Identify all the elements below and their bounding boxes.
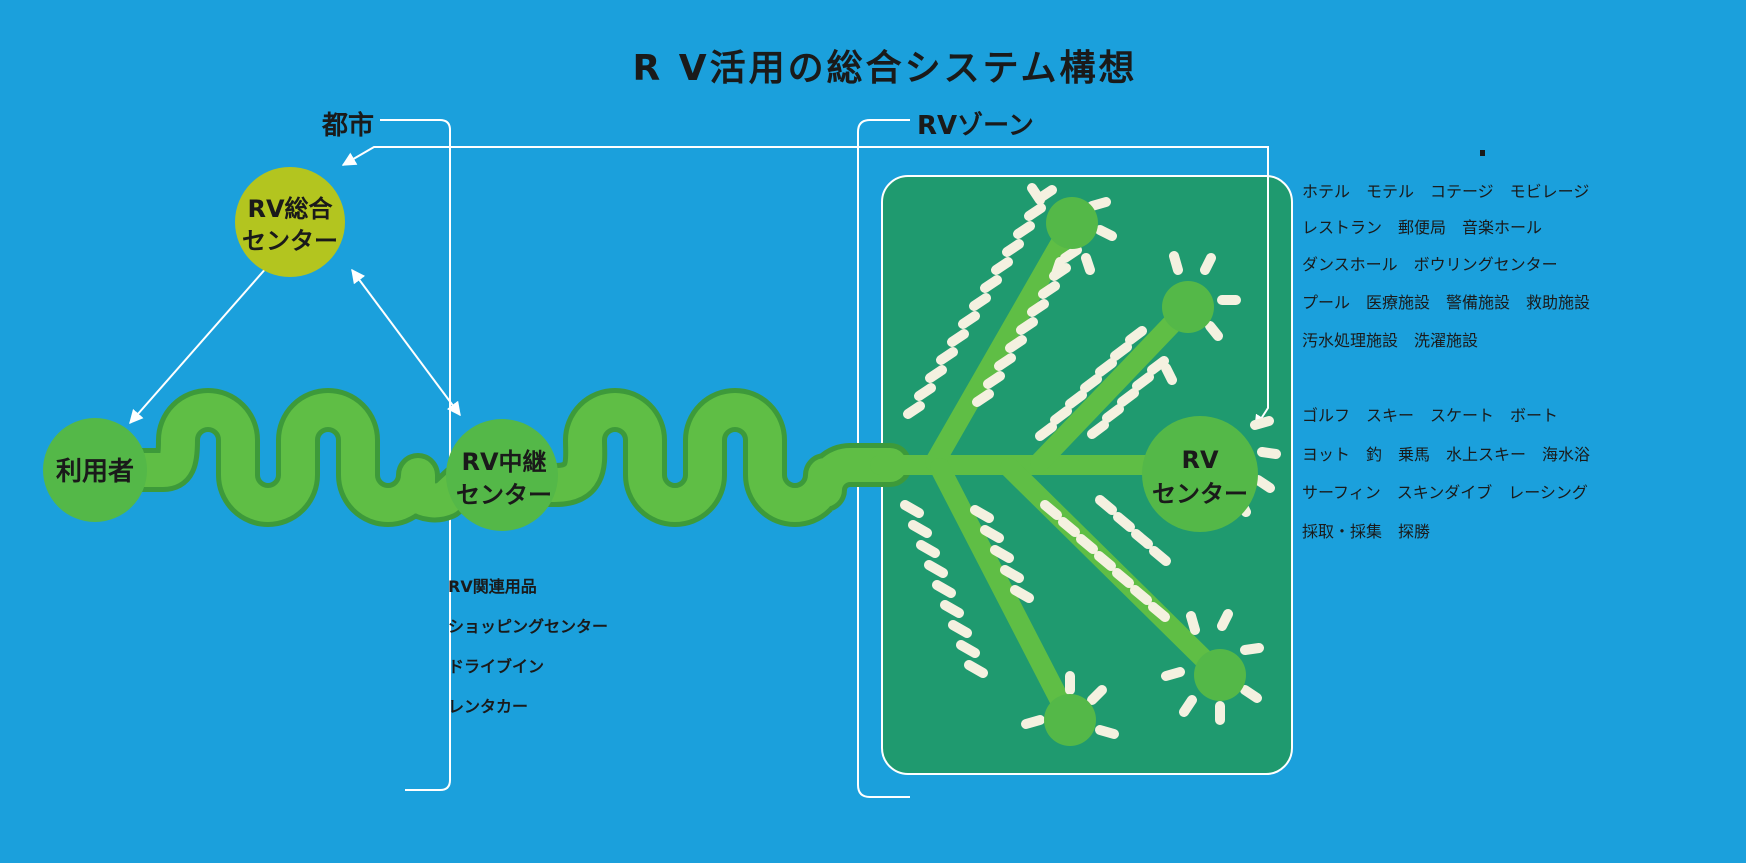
relay-services-list: RV関連用品 ショッピングセンター ドライブイン レンタカー: [448, 577, 608, 716]
relay-service-item: RV関連用品: [448, 577, 537, 596]
general-center-node: [235, 167, 345, 277]
activity-line: ヨット 釣 乗馬 水上スキー 海水浴: [1302, 445, 1590, 464]
rv-center-label-1: RV: [1181, 446, 1218, 474]
relay-center-node: [446, 419, 558, 531]
zone-node-top: [1046, 197, 1098, 249]
facility-line: レストラン 郵便局 音楽ホール: [1302, 218, 1542, 237]
general-center-label-1: RV総合: [247, 195, 333, 223]
activity-line: サーフィン スキンダイブ レーシング: [1302, 483, 1588, 502]
relay-center-label-1: RV中継: [461, 448, 546, 476]
small-mark: [1480, 150, 1485, 156]
activity-line: 採取・採集 探勝: [1302, 522, 1430, 541]
relay-service-item: レンタカー: [448, 697, 528, 716]
facilities-list: ホテル モテル コテージ モビレージ レストラン 郵便局 音楽ホール ダンスホー…: [1302, 182, 1590, 350]
user-label: 利用者: [56, 457, 134, 487]
general-center-label-2: センター: [242, 227, 338, 255]
relay-center-label-2: センター: [456, 481, 552, 509]
zone-node-bottom: [1044, 694, 1096, 746]
relay-general-center-arrow: [351, 268, 461, 417]
parking-dashes: [900, 183, 1281, 739]
facility-line: ホテル モテル コテージ モビレージ: [1302, 182, 1589, 201]
diagram-title: R V活用の総合システム構想: [632, 48, 1137, 89]
rv-center-to-general-center-line: [341, 146, 1269, 430]
rv-center-label-2: センター: [1152, 480, 1248, 508]
relay-service-item: ドライブイン: [448, 657, 544, 676]
facility-line: ダンスホール ボウリングセンター: [1302, 255, 1558, 274]
user-general-center-arrow: [129, 256, 276, 425]
facility-line: 汚水処理施設 洗濯施設: [1302, 331, 1478, 350]
activities-list: ゴルフ スキー スケート ボート ヨット 釣 乗馬 水上スキー 海水浴 サーフィ…: [1302, 406, 1590, 541]
city-label: 都市: [321, 110, 374, 141]
facility-line: プール 医療施設 警備施設 救助施設: [1302, 293, 1590, 312]
zone-node-lower-right: [1194, 649, 1246, 701]
rv-center-node: [1142, 416, 1258, 532]
relay-service-item: ショッピングセンター: [448, 617, 608, 636]
rv-zone-label: RVゾーン: [917, 110, 1034, 141]
activity-line: ゴルフ スキー スケート ボート: [1302, 406, 1558, 425]
user-node: [43, 418, 147, 522]
zone-node-upper-right: [1162, 281, 1214, 333]
winding-road: [73, 388, 912, 527]
